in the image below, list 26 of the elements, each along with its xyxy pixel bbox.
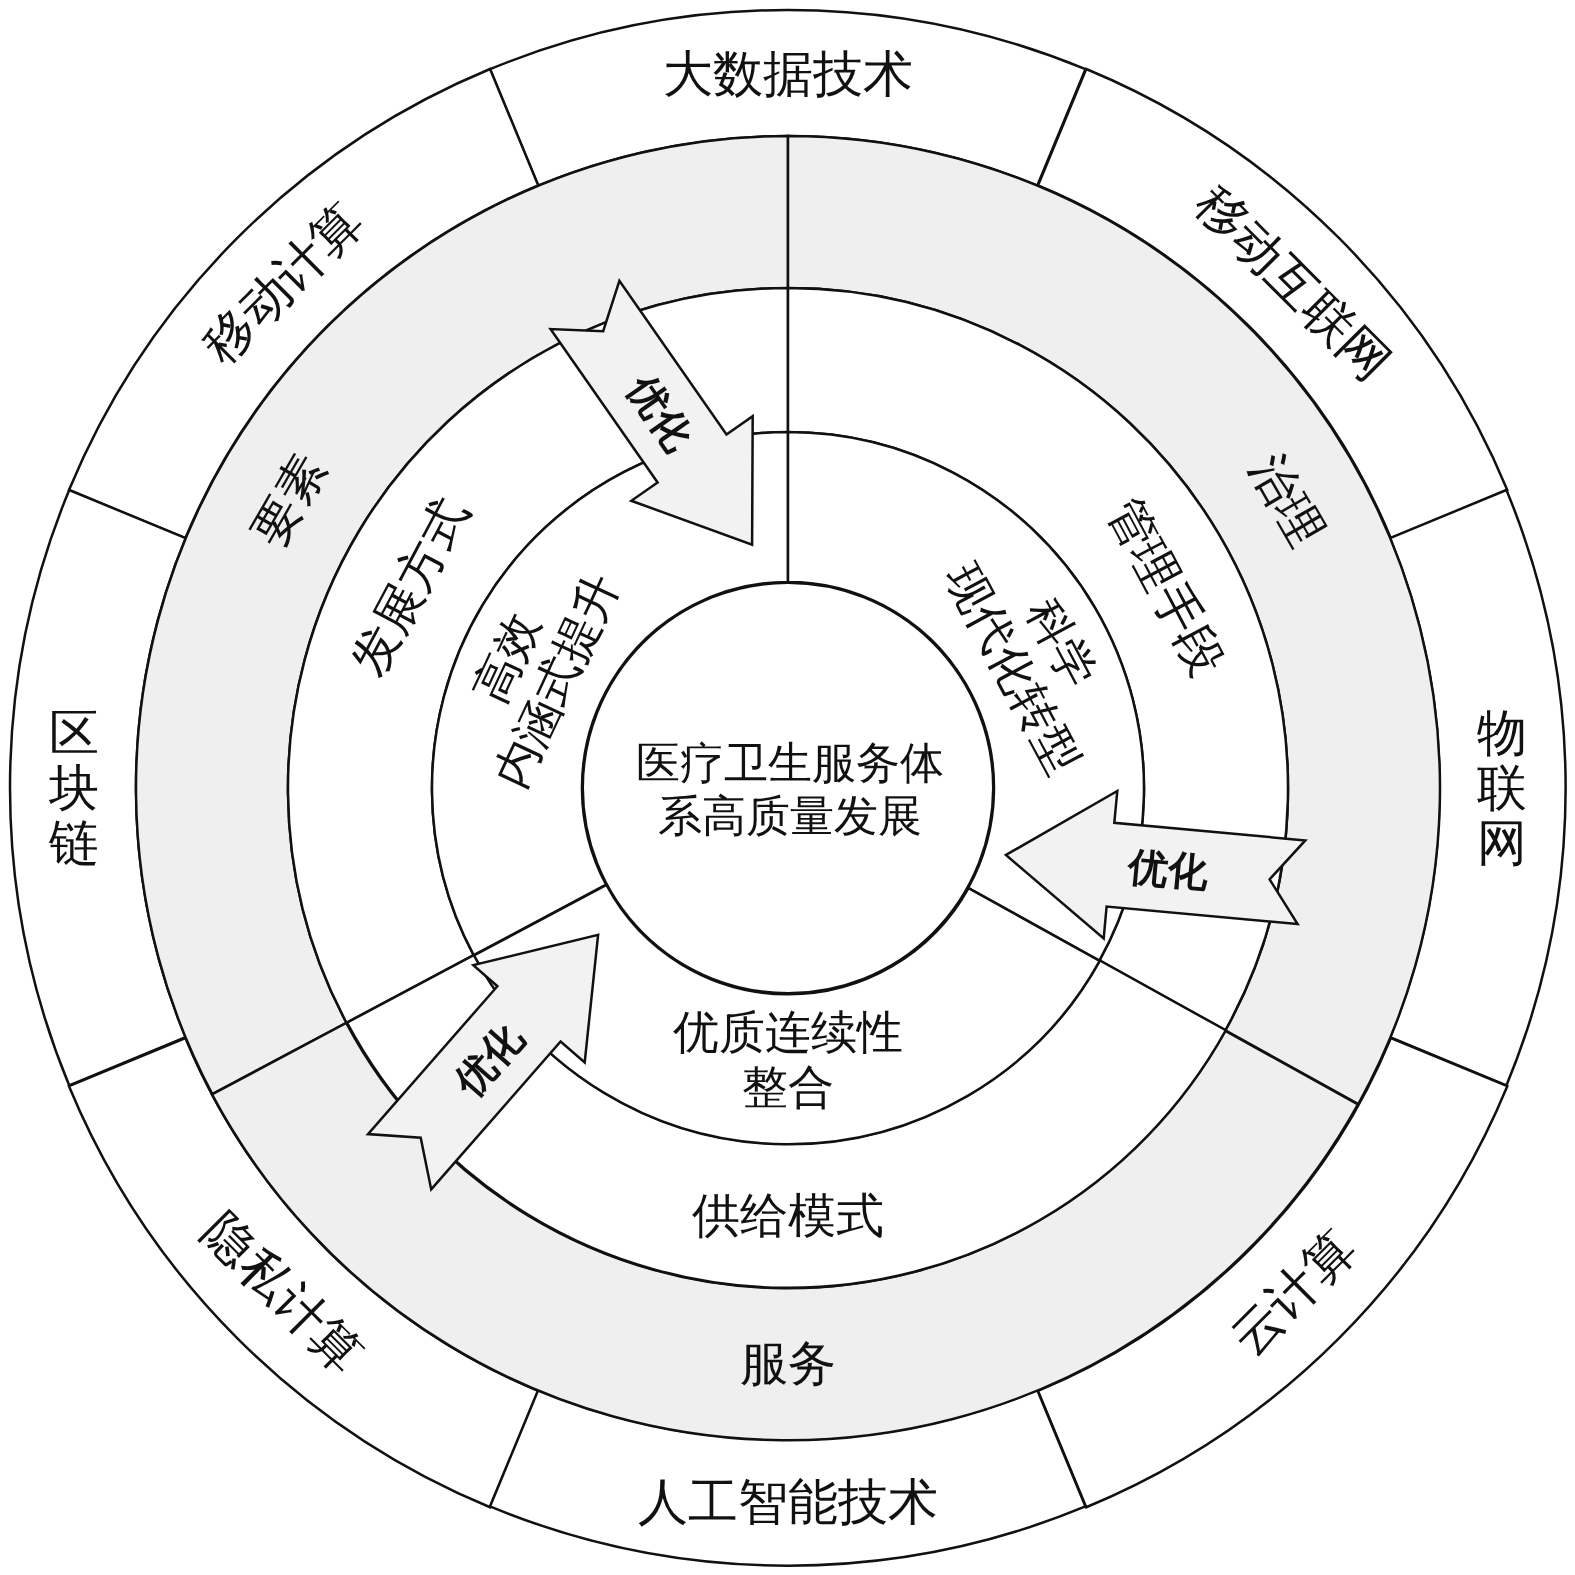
segment-label: 供给模式	[692, 1187, 884, 1245]
edge-label: 优化	[1126, 840, 1211, 899]
segment-label: 区块链	[49, 705, 99, 871]
segment-label: 大数据技术	[663, 44, 913, 104]
block-arrow	[1003, 788, 1308, 941]
ring-segment	[490, 10, 1086, 186]
segment-label: 管理手段	[1096, 488, 1237, 686]
segment-label: 隐私计算	[191, 1200, 376, 1385]
segment-label: 物联网	[1477, 705, 1527, 871]
segment-label: 服务	[740, 1335, 836, 1393]
ring-segment	[490, 1390, 1086, 1566]
segment-label: 要素	[240, 444, 338, 556]
edge-label: 优化	[443, 1012, 534, 1107]
segment-label: 人工智能技术	[638, 1472, 938, 1532]
segment-label: 移动互联网	[1183, 173, 1403, 393]
segment-label: 云计算	[1218, 1218, 1368, 1368]
segment-label: 治理	[1238, 444, 1336, 556]
ring-segment	[10, 490, 186, 1086]
center-label: 医疗卫生服务体系高质量发展	[635, 737, 945, 843]
edge-label: 优化	[617, 364, 705, 461]
ring-segment	[1037, 1037, 1507, 1507]
block-arrow	[548, 278, 754, 547]
segment-label: 移动计算	[191, 191, 376, 376]
block-arrow	[365, 933, 600, 1193]
ring-segment	[1390, 490, 1566, 1086]
segment-label: 优质连续性整合	[672, 1004, 904, 1116]
